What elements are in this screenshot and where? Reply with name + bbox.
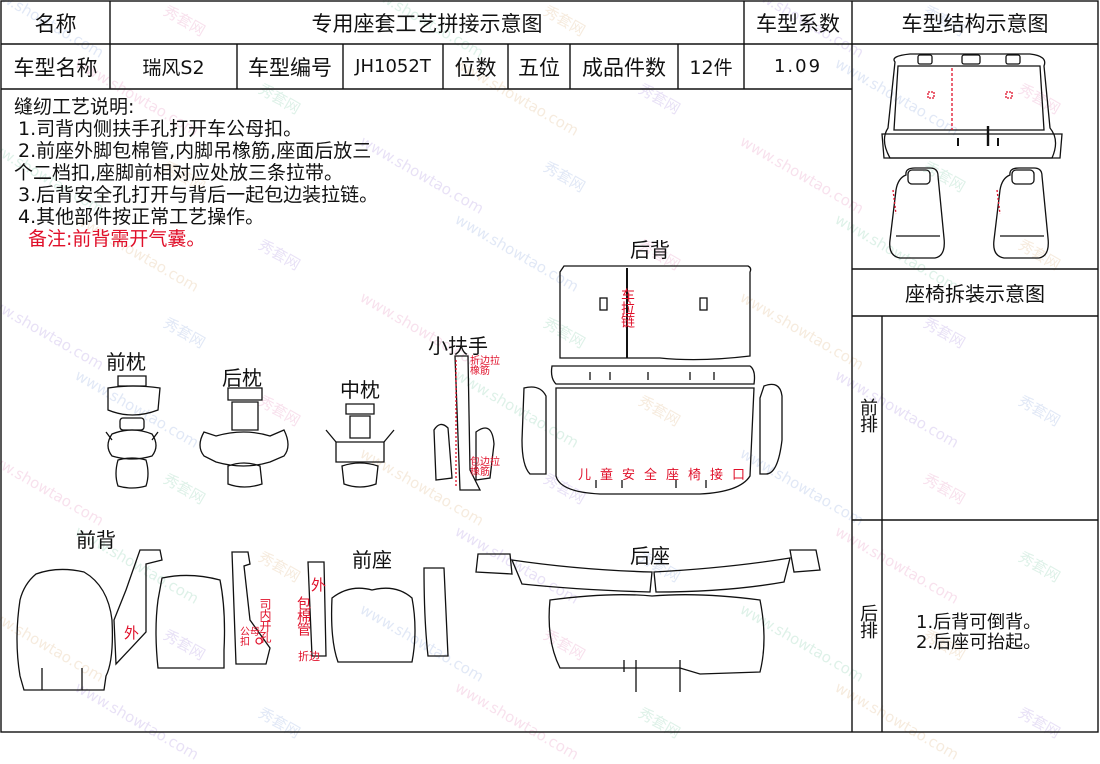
notes-title: 缝纫工艺说明: (14, 96, 135, 118)
coef-value: 1.09 (773, 56, 823, 77)
front-back-patterns (16, 549, 271, 691)
wrap-elastic-note: 包边拉橡筋 (470, 457, 500, 478)
label-rear-seat: 后座 (630, 544, 670, 568)
armrest-patterns (433, 355, 495, 491)
label-small-armrest: 小扶手 (428, 334, 488, 358)
snap-note: 公母扣 (240, 627, 260, 648)
rear-row-label: 后排 (857, 604, 878, 638)
note-line: 1.司背内侧扶手孔打开车公母扣。 (18, 118, 303, 140)
model-name-label: 车型名称 (13, 55, 98, 80)
model-no-label: 车型编号 (248, 55, 332, 80)
coef-label: 车型系数 (756, 11, 840, 36)
car-structure-sketch (881, 53, 1063, 259)
front-row-label: 前排 (857, 398, 878, 432)
zipper-note: 车拉链 (619, 288, 635, 327)
wrap-pipe-note: 包棉管 (295, 596, 311, 635)
child-seat-note: 儿童安全座椅接口 (578, 468, 755, 483)
pieces-value: 12件 (689, 57, 733, 79)
model-name: 瑞风S2 (142, 57, 205, 79)
note-line: 2.前座外脚包棉管,内脚吊橡筋,座面后放三 (18, 140, 372, 162)
note-remark: 备注:前背需开气囊。 (28, 228, 206, 250)
label-rear-pillow: 后枕 (222, 366, 262, 390)
note-line: 4.其他部件按正常工艺操作。 (18, 206, 265, 228)
rear-seat-patterns (475, 549, 821, 692)
name-label: 名称 (34, 11, 77, 36)
outer-frame (0, 0, 1099, 733)
pieces-label: 成品件数 (582, 55, 666, 80)
hem-elastic-note: 折边拉橡筋 (470, 356, 500, 377)
label-front-pillow: 前枕 (106, 350, 146, 374)
outer-note-back: 外 (124, 624, 140, 642)
fold-edge-note: 折边 (298, 650, 320, 663)
seats-label: 位数 (454, 55, 497, 80)
driver-hole-note: 司内开孔 (258, 598, 272, 642)
rear-note-1: 1.后背可倒背。 (916, 612, 1042, 633)
outer-note-seat: 外 (311, 576, 327, 594)
pillow-patterns (105, 375, 395, 489)
note-line: 个二档扣,座脚前相对应处放三条拉带。 (14, 162, 344, 184)
drawing-layer (0, 0, 1099, 733)
red-markers (255, 637, 263, 645)
label-front-back: 前背 (76, 528, 116, 552)
model-no: JH1052T (355, 56, 431, 77)
rear-note-2: 2.后座可抬起。 (916, 632, 1042, 653)
front-seat-patterns (307, 561, 449, 663)
sewing-notes: 缝纫工艺说明: 1.司背内侧扶手孔打开车公母扣。 2.前座外脚包棉管,内脚吊橡筋… (14, 96, 378, 250)
note-line: 3.后背安全孔打开与背后一起包边装拉链。 (18, 184, 379, 206)
structure-label: 车型结构示意图 (901, 11, 1049, 36)
label-mid-pillow: 中枕 (340, 378, 380, 402)
disassembly-label: 座椅拆装示意图 (905, 282, 1045, 306)
seats-value: 五位 (518, 55, 560, 80)
label-rear-back: 后背 (630, 238, 670, 262)
label-front-seat: 前座 (352, 548, 392, 572)
sheet-title: 专用座套工艺拼接示意图 (311, 11, 543, 36)
rear-back-pattern (521, 265, 783, 495)
